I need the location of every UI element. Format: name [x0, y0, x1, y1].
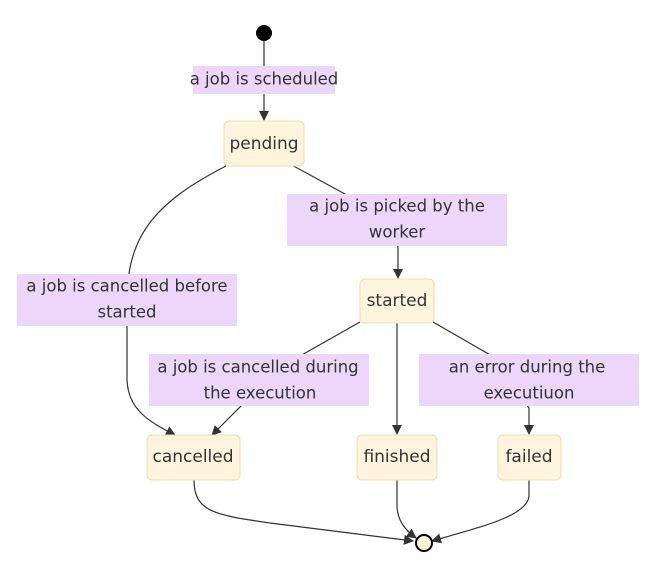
- label-error-line1: an error during the: [449, 358, 606, 377]
- state-cancelled: cancelled: [146, 434, 241, 481]
- start-node: [256, 25, 272, 41]
- state-finished-label: finished: [363, 447, 430, 467]
- state-started: started: [359, 278, 435, 324]
- label-picked: a job is picked by the worker: [287, 194, 507, 246]
- label-picked-line1: a job is picked by the: [309, 197, 485, 216]
- label-cancelled-during-line1: a job is cancelled during: [157, 358, 358, 377]
- label-scheduled: a job is scheduled: [190, 66, 339, 94]
- states: pending started cancelled finished faile…: [146, 120, 562, 481]
- state-pending: pending: [223, 120, 305, 167]
- label-error-line2: executiuon: [484, 384, 575, 403]
- state-pending-label: pending: [229, 134, 298, 154]
- transition-labels: a job is scheduled a job is picked by th…: [17, 66, 639, 406]
- label-cancelled-before-line1: a job is cancelled before: [26, 277, 227, 296]
- label-cancelled-before-line2: started: [97, 303, 156, 322]
- label-cancelled-before: a job is cancelled before started: [17, 274, 237, 326]
- label-scheduled-text: a job is scheduled: [190, 70, 339, 89]
- state-cancelled-label: cancelled: [152, 447, 233, 467]
- end-node: [415, 534, 433, 552]
- state-started-label: started: [367, 291, 428, 311]
- label-picked-line2: worker: [369, 223, 425, 242]
- state-failed: failed: [497, 434, 562, 481]
- state-finished: finished: [356, 434, 438, 481]
- edge-finished-to-end: [396, 480, 417, 539]
- label-error: an error during the executiuon: [419, 354, 639, 406]
- state-failed-label: failed: [505, 447, 552, 467]
- label-cancelled-during: a job is cancelled during the execution: [149, 354, 369, 406]
- edge-failed-to-end: [431, 480, 530, 544]
- label-cancelled-during-line2: the execution: [204, 384, 317, 403]
- edge-cancelled-to-end: [193, 479, 414, 545]
